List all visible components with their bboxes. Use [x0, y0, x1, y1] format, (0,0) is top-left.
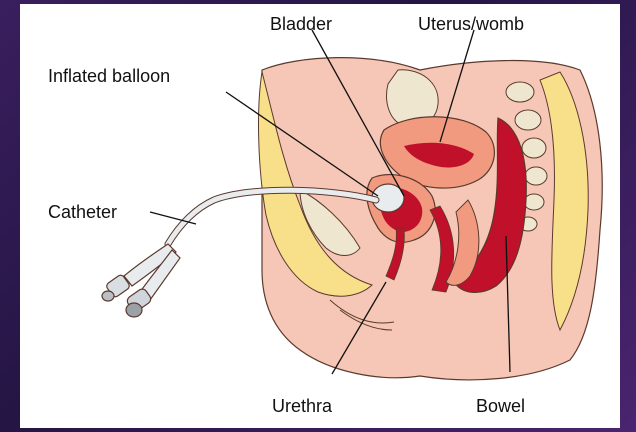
label-urethra: Urethra	[272, 396, 333, 416]
label-inflated-balloon: Inflated balloon	[48, 66, 170, 86]
label-catheter: Catheter	[48, 202, 117, 222]
label-bladder: Bladder	[270, 14, 332, 34]
catheter-connector	[102, 244, 180, 317]
label-uterus: Uterus/womb	[418, 14, 524, 34]
label-bowel: Bowel	[476, 396, 525, 416]
